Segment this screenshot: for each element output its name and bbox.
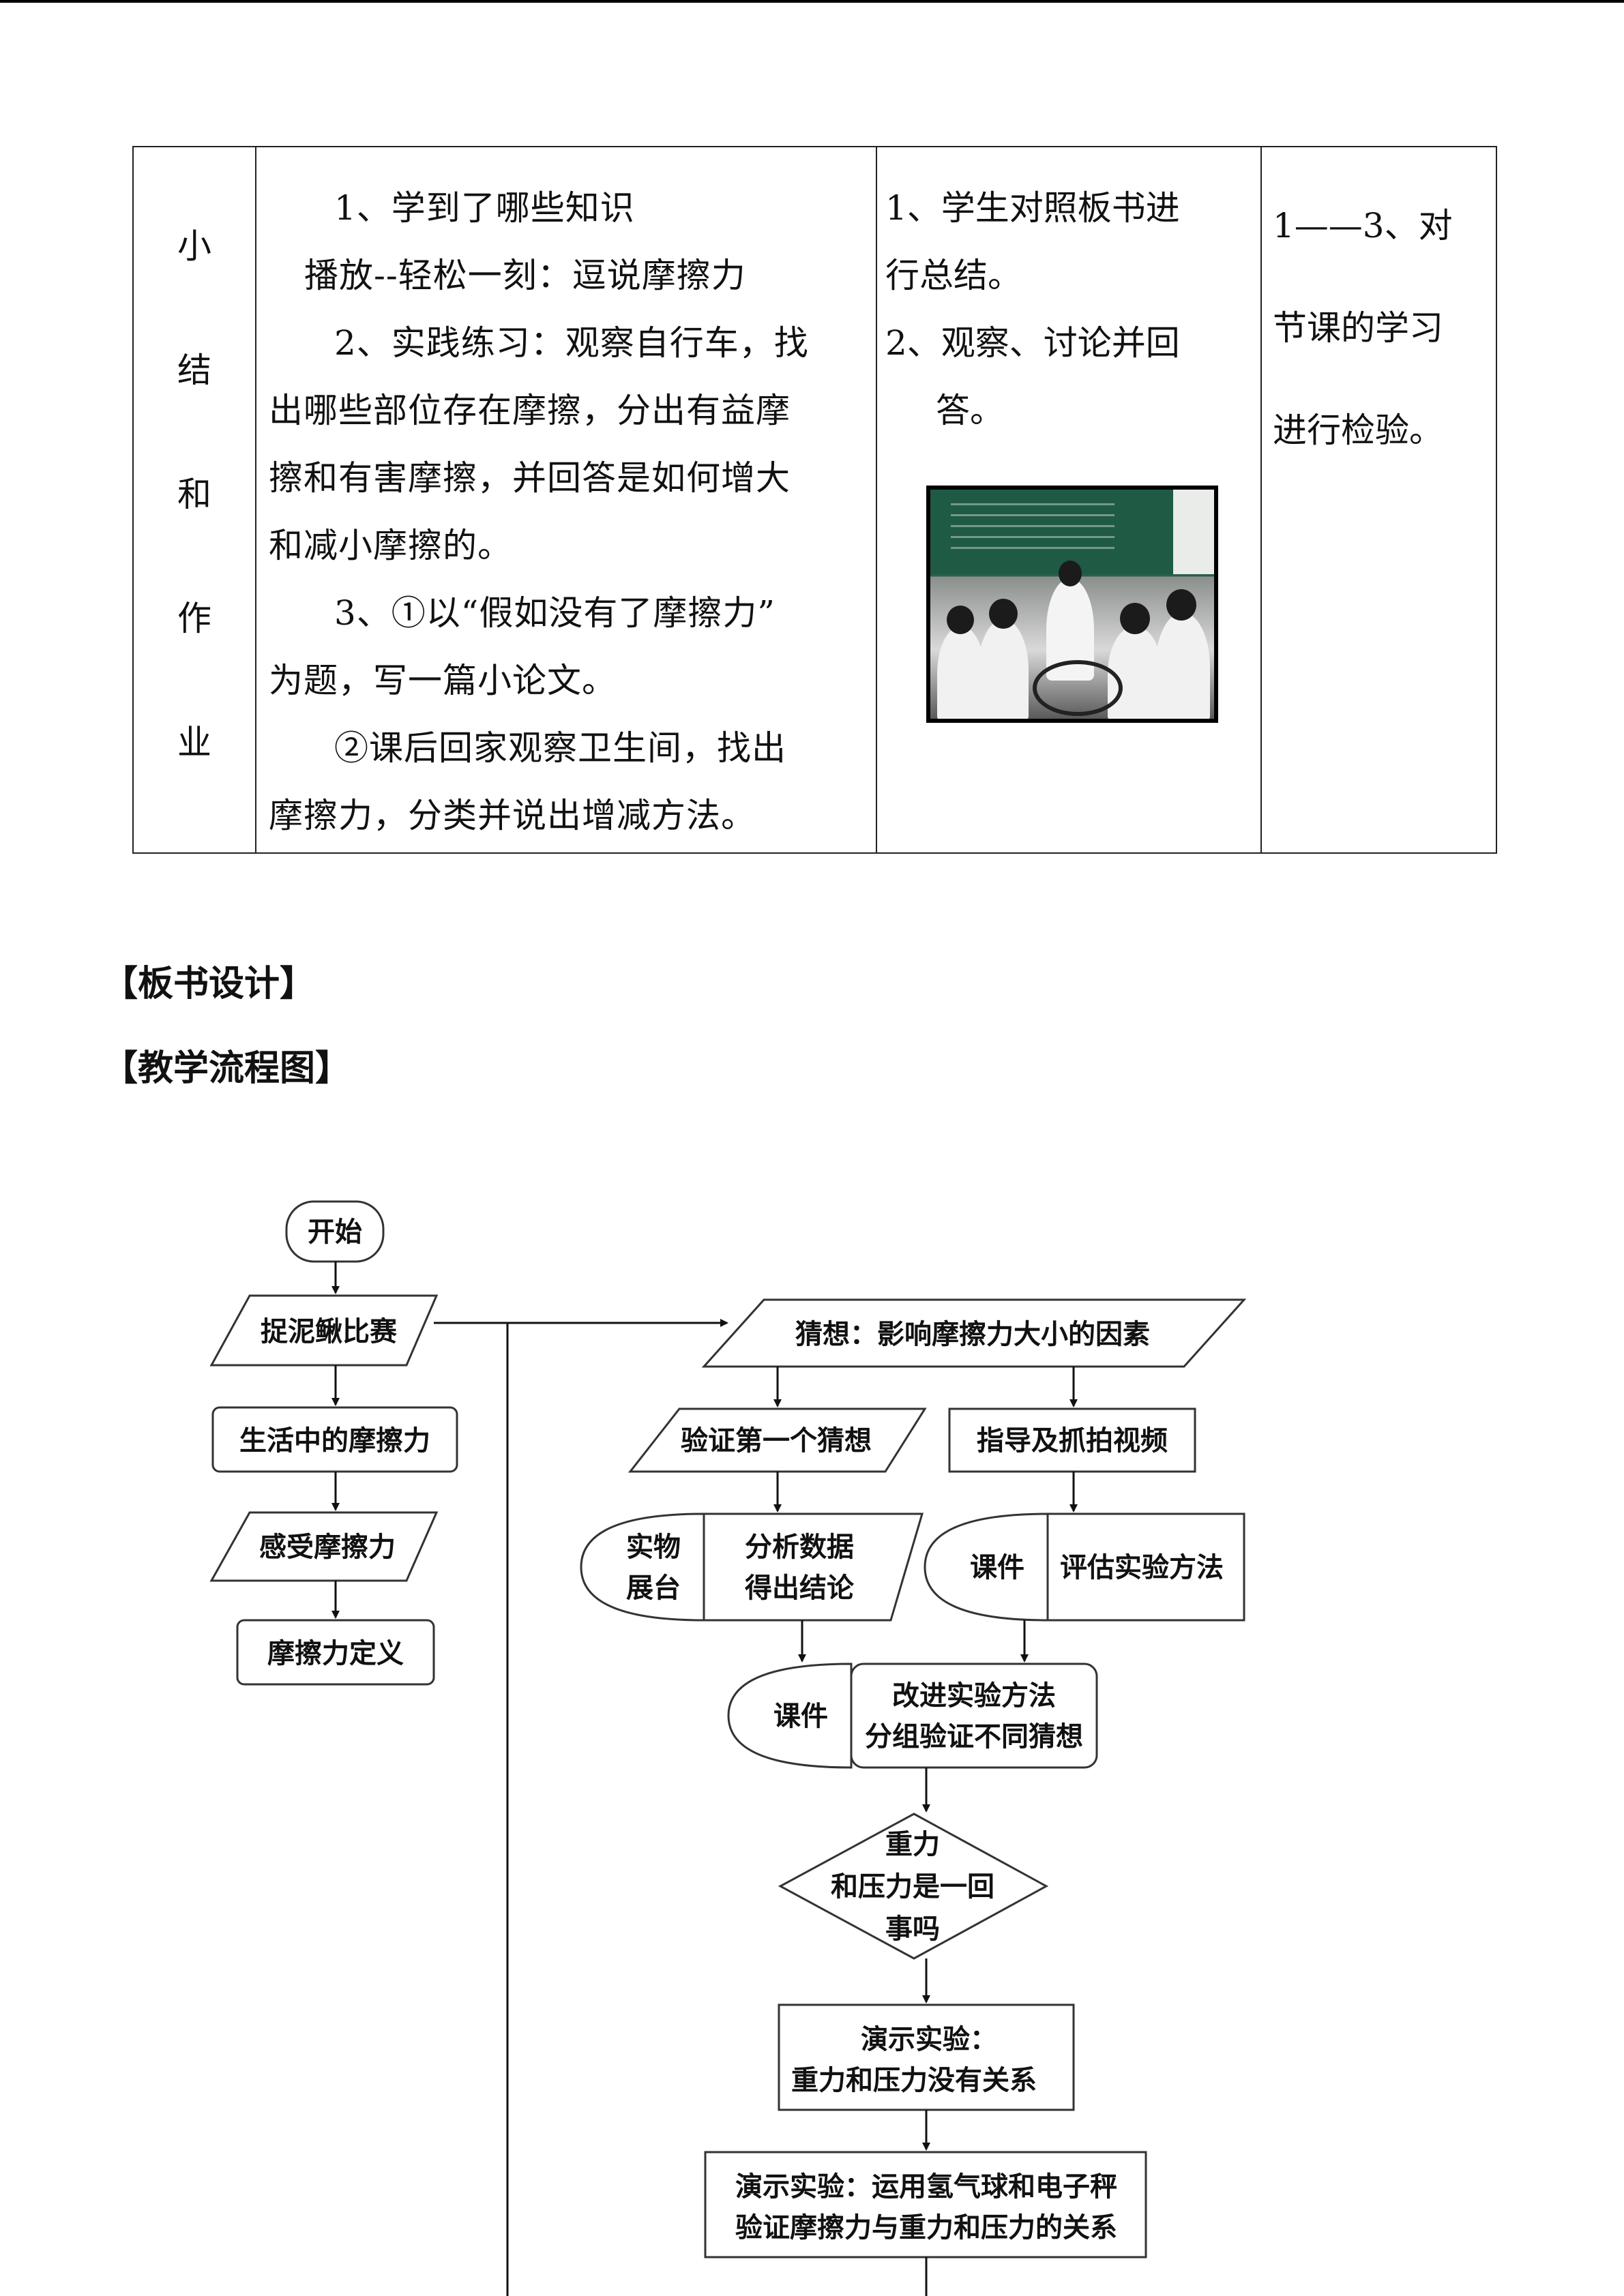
teacher-line: 2、实践练习：观察自行车，找 <box>269 310 851 377</box>
analyze-label-2: 得出结论 <box>745 1572 855 1604</box>
demo2-label-1: 演示实验：运用氢气球和电子秤 <box>735 2171 1117 2203</box>
verify-first-label: 验证第一个猜想 <box>681 1425 872 1457</box>
decision-label-2: 和压力是一回 <box>831 1871 994 1903</box>
student-figure <box>1155 612 1210 721</box>
student-line: 2、观察、讨论并回 <box>885 310 1254 377</box>
student-head <box>1120 603 1150 634</box>
student-line: 行总结。 <box>885 242 1254 310</box>
student-head <box>947 606 974 634</box>
teacher-line: 擦和有害摩擦，并回答是如何增大 <box>269 445 851 512</box>
row-title-cell: 小 结 和 作 业 <box>133 147 256 853</box>
improve-label-2: 分组验证不同猜想 <box>865 1721 1083 1753</box>
decision-label-1: 重力 <box>885 1829 940 1860</box>
student-head <box>1166 589 1196 621</box>
teaching-flowchart: 开始 捉泥鳅比赛 生活中的摩擦力 感受摩擦力 摩擦力定义 猜想：影响摩擦力大小的… <box>0 1159 1624 2296</box>
teacher-line: 出哪些部位存在摩擦，分出有益摩 <box>269 377 851 445</box>
board-writing <box>951 503 1114 551</box>
teacher-line: 3、①以“假如没有了摩擦力” <box>269 580 851 647</box>
goal-line: 1——3、对 <box>1273 175 1492 277</box>
teacher-line: 播放--轻松一刻：逗说摩擦力 <box>269 242 851 310</box>
teacher-line: ②课后回家观察卫生间，找出 <box>269 715 851 782</box>
guess-label: 猜想：影响摩擦力大小的因素 <box>795 1319 1150 1350</box>
demo2-label-2: 验证摩擦力与重力和压力的关系 <box>735 2212 1117 2243</box>
classroom-photo <box>926 486 1218 723</box>
flowchart-heading: 【教学流程图】 <box>102 1039 351 1090</box>
board-design-heading: 【板书设计】 <box>102 955 315 1006</box>
row-title-char: 和 <box>177 477 211 601</box>
improve-label-1: 改进实验方法 <box>892 1680 1056 1712</box>
courseware-label-a: 课件 <box>970 1552 1024 1583</box>
row-title-char: 小 <box>177 229 211 353</box>
bicycle-wheel <box>1033 660 1123 716</box>
summary-homework-table: 小 结 和 作 业 1、学到了哪些知识 播放--轻松一刻：逗说摩擦力 2、实践练… <box>132 146 1497 854</box>
student-line: 答。 <box>885 377 1254 445</box>
row-title-char: 结 <box>177 353 211 477</box>
row-title-vertical: 小 结 和 作 业 <box>134 147 255 850</box>
teacher-line: 为题，写一篇小论文。 <box>269 647 851 715</box>
student-figure <box>978 619 1029 721</box>
row-title-char: 作 <box>177 601 211 726</box>
teacher-activity-cell: 1、学到了哪些知识 播放--轻松一刻：逗说摩擦力 2、实践练习：观察自行车，找 … <box>256 147 876 853</box>
demo1-label-2: 重力和压力没有关系 <box>791 2065 1037 2096</box>
teacher-line: 和减小摩擦的。 <box>269 512 851 580</box>
row-title-char: 业 <box>177 726 211 850</box>
goal-line: 进行检验。 <box>1273 379 1492 481</box>
catch-loach-label: 捉泥鳅比赛 <box>261 1316 398 1347</box>
courseware-label-b: 课件 <box>773 1701 828 1732</box>
student-activity-cell: 1、学生对照板书进 行总结。 2、观察、讨论并回 答。 <box>876 147 1261 853</box>
guide-video-label: 指导及抓拍视频 <box>977 1425 1168 1457</box>
analyze-label-1: 分析数据 <box>745 1532 854 1563</box>
friction-definition-label: 摩擦力定义 <box>267 1638 404 1669</box>
student-head <box>989 599 1018 629</box>
teacher-head <box>1059 561 1082 586</box>
goal-line: 节课的学习 <box>1273 277 1492 379</box>
projector-label-2: 展台 <box>626 1572 681 1604</box>
page-top-border <box>0 0 1624 3</box>
analyze-data-node <box>704 1514 922 1620</box>
student-line: 1、学生对照板书进 <box>885 175 1254 242</box>
decision-label-3: 事吗 <box>885 1913 940 1945</box>
evaluate-label: 评估实验方法 <box>1060 1552 1224 1583</box>
teacher-line: 1、学到了哪些知识 <box>269 175 851 242</box>
projector-doc-node <box>581 1514 704 1620</box>
projector-label-1: 实物 <box>626 1532 681 1563</box>
feel-friction-label: 感受摩擦力 <box>259 1532 396 1563</box>
table-row: 小 结 和 作 业 1、学到了哪些知识 播放--轻松一刻：逗说摩擦力 2、实践练… <box>133 147 1496 853</box>
classroom-wall <box>1173 490 1214 574</box>
demo1-label-1: 演示实验： <box>861 2024 997 2055</box>
teacher-line: 摩擦力，分类并说出增减方法。 <box>269 782 851 850</box>
life-friction-label: 生活中的摩擦力 <box>239 1425 430 1457</box>
start-label: 开始 <box>308 1217 362 1248</box>
design-intent-cell: 1——3、对 节课的学习 进行检验。 <box>1261 147 1496 853</box>
